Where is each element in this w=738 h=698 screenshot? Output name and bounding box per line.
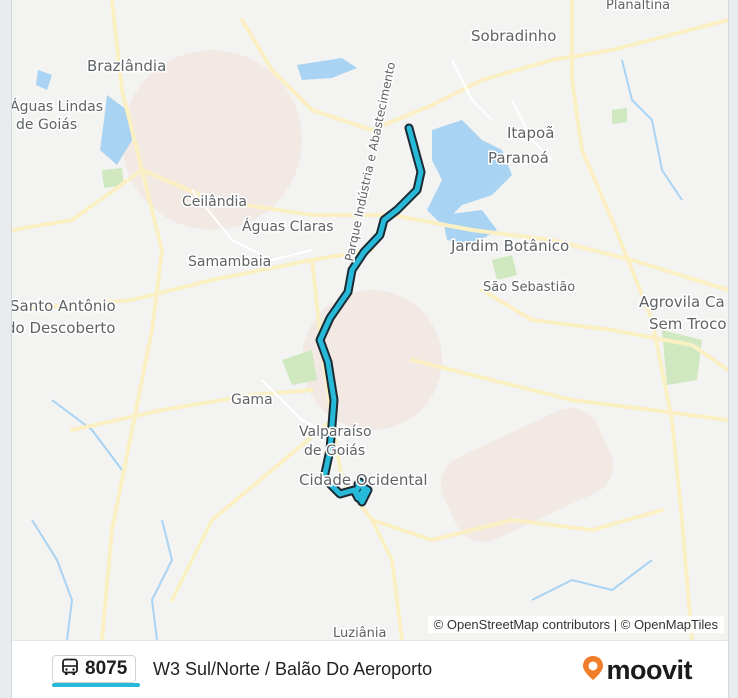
place-label: Águas Lindas xyxy=(12,98,103,115)
place-label: Valparaíso xyxy=(299,424,372,440)
place-label: Jardim Botânico xyxy=(450,237,569,255)
place-label: Ceilândia xyxy=(182,194,247,210)
place-label: Paranoá xyxy=(488,149,549,167)
place-label: de Goiás xyxy=(304,443,365,459)
place-label: Planaltina xyxy=(606,0,670,13)
moovit-wordmark: moovit xyxy=(606,655,692,685)
map-watermark xyxy=(122,50,614,542)
route-color-bar xyxy=(52,683,140,687)
place-label: Águas Claras xyxy=(242,218,334,235)
place-label: Gama xyxy=(231,392,273,408)
map-roads xyxy=(12,0,728,640)
place-label: de Goiás xyxy=(16,117,77,133)
place-label: Santo Antônio xyxy=(12,297,116,315)
place-label: Itapoã xyxy=(507,124,554,142)
moovit-logo[interactable]: moovit xyxy=(582,655,692,686)
place-label: Cidade Ocidental xyxy=(299,471,428,489)
place-label: Sem Troco xyxy=(649,315,727,333)
moovit-pin-icon xyxy=(582,655,604,686)
place-label: Sobradinho xyxy=(471,27,556,45)
route-footer: 8075 W3 Sul/Norte / Balão Do Aeroporto m… xyxy=(12,640,728,698)
map-rivers xyxy=(31,59,683,640)
place-label: São Sebastião xyxy=(483,280,575,295)
place-label: Samambaia xyxy=(188,254,271,270)
route-map[interactable]: Planaltina Sobradinho Brazlândia Águas L… xyxy=(12,0,728,640)
place-label: Luziânia xyxy=(333,626,386,640)
place-label: do Descoberto xyxy=(12,319,115,337)
route-number: 8075 xyxy=(85,658,128,679)
map-widget: Planaltina Sobradinho Brazlândia Águas L… xyxy=(11,0,729,698)
route-badge[interactable]: 8075 xyxy=(52,655,137,683)
map-parks xyxy=(102,108,702,385)
map-attribution[interactable]: © OpenStreetMap contributors | © OpenMap… xyxy=(427,616,724,633)
place-label: Agrovila Ca xyxy=(639,293,725,311)
place-label: Brazlândia xyxy=(87,57,166,75)
route-name: W3 Sul/Norte / Balão Do Aeroporto xyxy=(153,659,433,679)
bus-icon xyxy=(61,658,79,681)
route-line xyxy=(317,125,424,505)
